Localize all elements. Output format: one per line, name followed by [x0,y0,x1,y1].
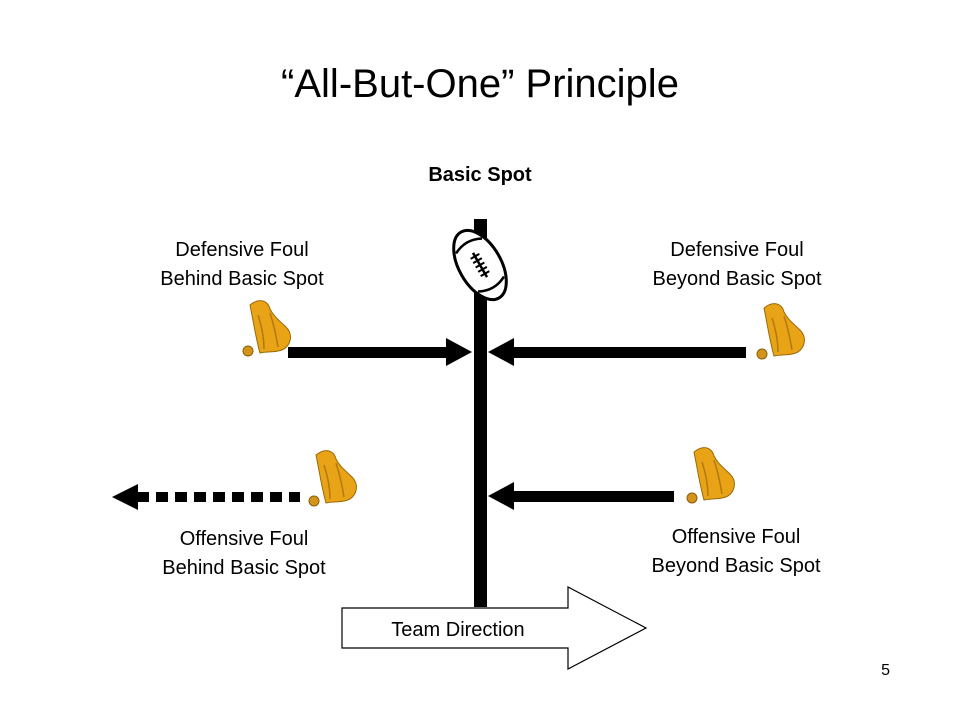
label-offensive-behind-line2: Behind Basic Spot [162,557,326,579]
basic-spot-label: Basic Spot [428,164,532,186]
penalty-flag-icon [242,299,292,357]
label-defensive-behind-line1: Defensive Foul [175,239,309,261]
arrow-offensive-beyond [488,482,674,510]
penalty-flag-icon [756,302,806,360]
label-defensive-beyond: Defensive Foul Beyond Basic Spot [607,236,867,294]
slide-title: “All-But-One” Principle [281,62,679,106]
arrow-defensive-beyond [488,338,746,366]
label-defensive-beyond-line2: Beyond Basic Spot [652,268,822,290]
basic-spot-line [474,219,487,607]
label-offensive-beyond: Offensive Foul Beyond Basic Spot [606,523,866,581]
arrow-defensive-behind [288,338,472,366]
label-defensive-behind: Defensive Foul Behind Basic Spot [112,236,372,294]
penalty-flag-icon [686,446,736,504]
slide-number: 5 [881,662,890,679]
label-offensive-behind: Offensive Foul Behind Basic Spot [114,525,374,583]
arrow-offensive-behind-dotted [112,484,300,510]
penalty-flag-icon [308,449,358,507]
label-offensive-beyond-line1: Offensive Foul [671,526,801,548]
football-icon [452,228,508,302]
team-direction-arrow: Team Direction [341,586,648,670]
team-direction-label: Team Direction [391,619,524,641]
label-defensive-beyond-line1: Defensive Foul [670,239,804,261]
label-offensive-behind-line1: Offensive Foul [179,528,309,550]
label-offensive-beyond-line2: Beyond Basic Spot [651,555,821,577]
label-defensive-behind-line2: Behind Basic Spot [160,268,324,290]
